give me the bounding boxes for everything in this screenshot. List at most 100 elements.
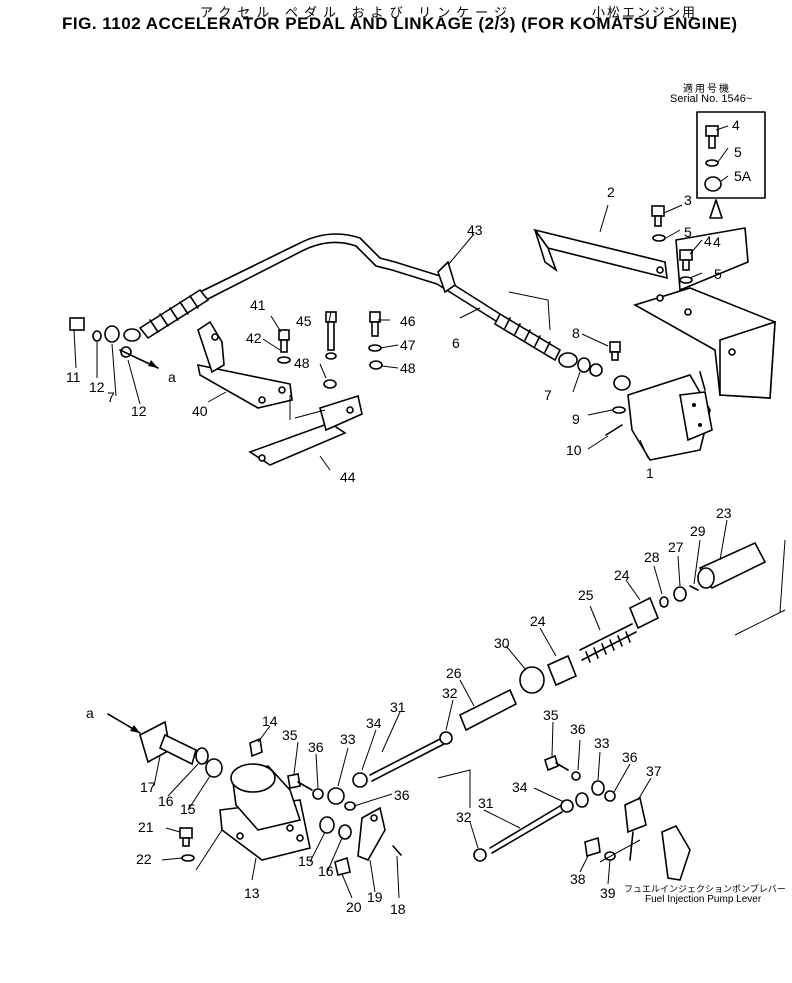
callout-15b: 15 xyxy=(298,853,314,869)
callout-44: 44 xyxy=(340,469,356,485)
callout-36c: 36 xyxy=(394,787,410,803)
bracket-44 xyxy=(248,394,363,466)
callout-a-bottom: a xyxy=(86,705,94,721)
callout-24a: 24 xyxy=(614,567,630,583)
title-japanese-engine: 小松エンジン用 xyxy=(592,5,698,20)
spring-leader xyxy=(734,539,786,636)
pin-18 xyxy=(392,845,402,856)
callouts-top: 1 2 3 4 5 4 5 5A 4 5 6 7 7 8 9 10 11 12 … xyxy=(66,117,752,485)
callout-13: 13 xyxy=(244,885,260,901)
bushing-15 xyxy=(205,758,223,778)
bolt-group-bracket xyxy=(651,205,749,291)
bolt-group-top xyxy=(277,311,383,389)
callout-33a: 33 xyxy=(340,731,356,747)
callout-12b: 12 xyxy=(131,403,147,419)
callout-21: 21 xyxy=(138,819,154,835)
rod-end-33-34 xyxy=(327,737,445,811)
rod-end-left xyxy=(69,317,159,369)
bolt-21-washer-22 xyxy=(179,827,195,862)
bracket-13 xyxy=(219,763,311,861)
rod-group-right xyxy=(473,754,691,881)
callout-16b: 16 xyxy=(318,863,334,879)
callout-a-top: a xyxy=(168,369,176,385)
callout-5b: 5 xyxy=(684,224,692,240)
callout-7-right: 7 xyxy=(544,387,552,403)
cable-bracket-line xyxy=(508,291,551,331)
callout-19: 19 xyxy=(367,889,383,905)
callout-18: 18 xyxy=(390,901,406,917)
figure-title: FIG. 1102 ACCELERATOR PEDAL AND LINKAGE … xyxy=(62,14,738,33)
callout-12a: 12 xyxy=(89,379,105,395)
serial-label: Serial No. 1546~ xyxy=(670,93,753,105)
callout-38: 38 xyxy=(570,871,586,887)
callout-leaders-bottom xyxy=(153,519,728,899)
callout-11: 11 xyxy=(66,369,81,385)
callout-47: 47 xyxy=(400,337,416,353)
callout-25: 25 xyxy=(578,587,594,603)
pedal-shaft-17 xyxy=(107,713,197,766)
callout-41: 41 xyxy=(250,297,266,313)
callout-27: 27 xyxy=(668,539,684,555)
nut-14 xyxy=(249,737,263,758)
lever-19 xyxy=(357,806,386,862)
callout-7-left: 7 xyxy=(107,389,115,405)
title-japanese: アクセル ペダル および リンケージ xyxy=(200,5,513,20)
callout-35a: 35 xyxy=(282,727,298,743)
callout-10: 10 xyxy=(566,442,582,458)
callout-34a: 34 xyxy=(366,715,382,731)
injection-pump-unit xyxy=(613,374,713,461)
serial-label-japanese: 適用号機 xyxy=(683,84,731,95)
bolt-35-washer-36 xyxy=(287,773,324,800)
callout-34b: 34 xyxy=(512,779,528,795)
callout-26: 26 xyxy=(446,665,462,681)
callout-4c: 4 xyxy=(704,233,712,249)
washer-16b xyxy=(338,824,352,840)
control-cable xyxy=(123,233,578,368)
serial-box xyxy=(696,111,766,219)
callout-28: 28 xyxy=(644,549,660,565)
callout-29: 29 xyxy=(690,523,706,539)
callout-8: 8 xyxy=(572,325,580,341)
callout-leaders xyxy=(73,125,729,471)
bracket-13-leader xyxy=(195,829,223,871)
callout-43: 43 xyxy=(467,222,483,238)
callout-40: 40 xyxy=(192,403,208,419)
callout-45: 45 xyxy=(296,313,312,329)
callout-39: 39 xyxy=(600,885,616,901)
callout-42: 42 xyxy=(246,330,262,346)
callout-15a: 15 xyxy=(180,801,196,817)
callout-5a: 5 xyxy=(734,144,742,160)
callout-31b: 31 xyxy=(478,795,494,811)
callout-5c: 5 xyxy=(714,266,722,282)
callout-37: 37 xyxy=(646,763,662,779)
callout-36d: 36 xyxy=(622,749,638,765)
bolt-20 xyxy=(334,856,351,876)
callout-20: 20 xyxy=(346,899,362,915)
bracket-2 xyxy=(533,228,668,280)
bushing-15b xyxy=(319,816,335,834)
rod-end-right xyxy=(577,341,626,436)
callout-16a: 16 xyxy=(158,793,174,809)
pump-lever-label: Fuel Injection Pump Lever xyxy=(645,894,762,905)
callout-22: 22 xyxy=(136,851,152,867)
callout-36b: 36 xyxy=(570,721,586,737)
callout-5a-variant: 5A xyxy=(734,168,752,184)
callout-46: 46 xyxy=(400,313,416,329)
callout-35b: 35 xyxy=(543,707,559,723)
washer-16 xyxy=(195,747,209,765)
clamp-43 xyxy=(437,260,456,294)
callout-31a: 31 xyxy=(390,699,406,715)
callout-30: 30 xyxy=(494,635,510,651)
callout-3: 3 xyxy=(684,192,692,208)
callout-32a: 32 xyxy=(442,685,458,701)
callout-24b: 24 xyxy=(530,613,546,629)
spring-assembly xyxy=(439,541,767,745)
callout-6: 6 xyxy=(452,335,460,351)
callout-2: 2 xyxy=(607,184,615,200)
callout-48a: 48 xyxy=(400,360,416,376)
right-group-leader xyxy=(437,769,641,863)
callout-9: 9 xyxy=(572,411,580,427)
callout-23: 23 xyxy=(716,505,732,521)
bracket-40 xyxy=(196,320,293,409)
callouts-bottom: a 13 14 15 15 16 16 17 18 19 20 21 22 23… xyxy=(86,505,732,917)
